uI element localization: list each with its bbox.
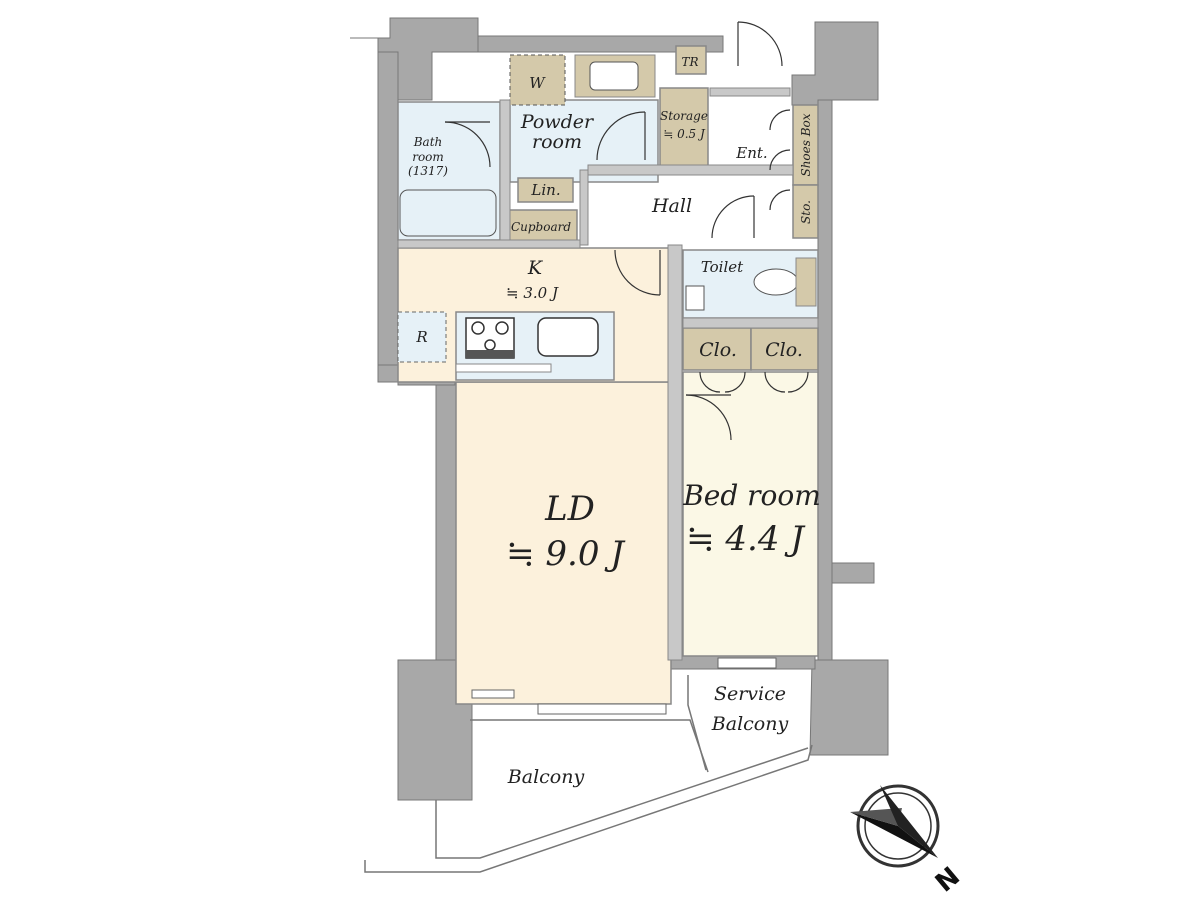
label-bathroom-3: (1317) (408, 164, 448, 178)
room-labels: W TR Powder room Storage ≒ 0.5 J Ent. Sh… (408, 55, 821, 788)
label-refrigerator: R (415, 328, 427, 346)
compass-needle-half (850, 808, 902, 826)
label-kitchen: K (527, 257, 544, 279)
right-wall-stub (831, 562, 875, 584)
top-wall (477, 35, 724, 53)
label-storage-1: Storage (660, 109, 708, 123)
label-lin: Lin. (530, 181, 560, 199)
label-ld-area: ≒ 9.0 J (506, 534, 626, 574)
label-sto: Sto. (799, 200, 813, 224)
label-service-balcony-2: Balcony (711, 713, 789, 735)
top-left-column (350, 17, 479, 101)
label-ent: Ent. (735, 144, 767, 162)
counter-edge (455, 363, 552, 373)
interior-walls (397, 87, 819, 661)
toilet-tank (795, 257, 817, 307)
stove (465, 317, 515, 359)
basin (589, 61, 639, 91)
toilet-sink (685, 285, 705, 311)
lin-block (517, 177, 574, 203)
bottom-right-column (809, 659, 889, 756)
tr-block (675, 45, 707, 75)
left-wall-lower (435, 384, 457, 661)
label-toilet: Toilet (701, 258, 744, 276)
cupboard-block (504, 209, 578, 243)
compass-inner-ring (864, 792, 932, 860)
windows (471, 657, 777, 715)
top-right-column (791, 21, 879, 106)
label-bedroom: Bed room (682, 479, 821, 512)
kitchen-sink (537, 317, 599, 357)
label-shoes-box: Shoes Box (799, 113, 813, 176)
storage-block (659, 87, 709, 169)
label-washer: W (529, 74, 546, 92)
washer-space (509, 54, 566, 106)
label-tr: TR (681, 55, 698, 69)
bedroom-floor (682, 371, 819, 657)
label-storage-2: ≒ 0.5 J (663, 127, 706, 141)
toilet-bowl (753, 268, 799, 296)
label-closet-1: Clo. (699, 339, 737, 361)
label-service-balcony-1: Service (714, 683, 786, 705)
sto-block (792, 184, 819, 239)
fridge-space (397, 311, 447, 363)
compass-needle (850, 812, 938, 858)
label-bedroom-area: ≒ 4.4 J (686, 519, 806, 559)
label-hall: Hall (651, 195, 692, 217)
exterior-walls (350, 17, 889, 801)
label-powder-room-2: room (532, 131, 582, 153)
compass: N (850, 784, 966, 899)
right-wall (817, 99, 833, 661)
label-balcony: Balcony (507, 766, 585, 788)
label-ld: LD (544, 489, 595, 529)
door-swings (444, 21, 809, 441)
shoes-box-block (792, 104, 819, 186)
label-powder-room-1: Powder (520, 111, 595, 133)
label-bathroom-1: Bath (413, 135, 443, 149)
compass-needle-lower (880, 785, 938, 858)
label-bathroom-2: room (412, 150, 444, 164)
compass-north-label: N (930, 862, 966, 899)
closet-block-2 (750, 327, 819, 371)
label-closet-2: Clo. (765, 339, 803, 361)
bathtub (399, 189, 497, 237)
label-cupboard: Cupboard (511, 220, 571, 234)
balcony-outline (364, 675, 813, 873)
left-wall (377, 51, 399, 383)
label-kitchen-area: ≒ 3.0 J (506, 284, 559, 302)
